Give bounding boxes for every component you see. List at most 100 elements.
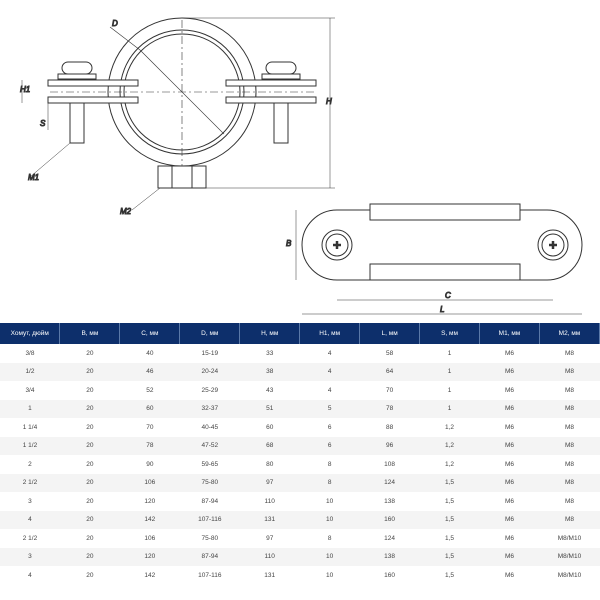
column-header: S, мм [419,323,480,344]
table-cell: 124 [384,534,396,542]
table-cell: 107-116 [179,510,240,529]
table-cell: 1,5 [445,534,455,542]
table-cell: 107-116 [198,571,222,579]
table-cell: 1 [447,386,452,394]
table-cell: 75-80 [201,534,219,542]
table-cell: 3/8 [25,349,35,357]
table-cell: 1 [0,399,60,418]
table-cell: M8 [539,399,600,418]
table-cell: 1,5 [419,547,480,566]
table-cell: M6 [504,386,514,394]
front-view: D H1 S M1 M2 H [20,17,335,217]
table-cell: 120 [144,497,156,505]
table-cell: 2 1/2 [22,534,38,542]
table-cell: 8 [327,460,332,468]
table-cell: 1 [447,349,452,357]
table-cell: 3/4 [25,386,35,394]
table-cell: M6 [504,534,514,542]
clamp-drawing: D H1 S M1 M2 H B C L [20,17,583,315]
table-cell: 20 [86,460,94,468]
table-cell: M8/M10 [539,547,600,566]
label-s: S [40,119,46,128]
table-cell: 33 [266,349,274,357]
table-cell: 138 [359,547,420,566]
table-cell: 8 [299,473,360,492]
table-cell: 70 [385,386,394,394]
table-cell: M6 [479,436,540,455]
label-h1: H1 [20,85,30,94]
table-cell: 1 [419,362,480,381]
table-cell: 97 [239,473,300,492]
table-cell: 4 [327,386,332,394]
column-header: H, мм [239,323,301,344]
table-cell: 96 [359,436,420,455]
table-cell: 87-94 [201,497,219,505]
table-cell: 131 [239,510,300,529]
table-cell: 20 [59,473,120,492]
table-cell: M6 [479,362,540,381]
table-cell: 51 [239,399,300,418]
table-cell: M6 [504,571,514,579]
table-cell: 20 [86,349,94,357]
table-cell: 88 [385,423,394,431]
table-cell: 1,5 [419,510,480,529]
table-cell: 1 1/2 [0,436,60,455]
table-cell: 1,2 [445,423,455,431]
table-cell: M8/M10 [557,571,582,579]
table-cell: 4 [0,510,60,529]
table-cell: 20 [59,399,120,418]
table-cell: M6 [504,460,514,468]
table-cell: M6 [504,349,514,357]
table-cell: 106 [144,534,156,542]
label-h: H [326,97,332,106]
table-cell: 20 [86,497,94,505]
table-cell: 20 [86,534,94,542]
table-cell: M6 [504,423,514,431]
table-cell: 20 [86,386,94,394]
table-cell: M6 [479,399,540,418]
label-l: L [440,305,444,314]
label-d: D [112,19,118,28]
table-cell: M6 [479,473,540,492]
table-cell: 10 [299,510,360,529]
table-cell: 6 [299,436,360,455]
table-cell: M8 [564,497,574,505]
table-cell: M8/M10 [557,534,582,542]
table-cell: 142 [119,510,180,529]
column-header: L, мм [359,323,421,344]
table-cell: 5 [299,399,360,418]
table-cell: 8 [327,534,332,542]
table-cell: 60 [119,399,180,418]
plan-view: B C L [286,203,583,315]
table-cell: 110 [264,497,275,505]
table-cell: 160 [359,510,420,529]
table-cell: 78 [359,399,420,418]
table-cell: M6 [479,547,540,566]
table-cell: 1,2 [419,436,480,455]
table-cell: 110 [239,547,300,566]
table-cell: 15-19 [201,349,219,357]
table-cell: 106 [119,473,180,492]
table-cell: 32-37 [179,399,240,418]
table-cell: 20 [59,362,120,381]
column-header: M2, мм [539,323,600,344]
table-cell: 2 1/2 [0,473,60,492]
table-cell: 1,5 [445,571,455,579]
table-cell: 78 [119,436,180,455]
label-m1: M1 [28,173,39,182]
table-cell: 4 [299,362,360,381]
table-cell: 68 [239,436,300,455]
table-cell: 40 [146,349,154,357]
table-cell: 43 [266,386,274,394]
table-cell: M8 [564,386,574,394]
table-cell: 20 [86,423,94,431]
table-cell: 120 [119,547,180,566]
